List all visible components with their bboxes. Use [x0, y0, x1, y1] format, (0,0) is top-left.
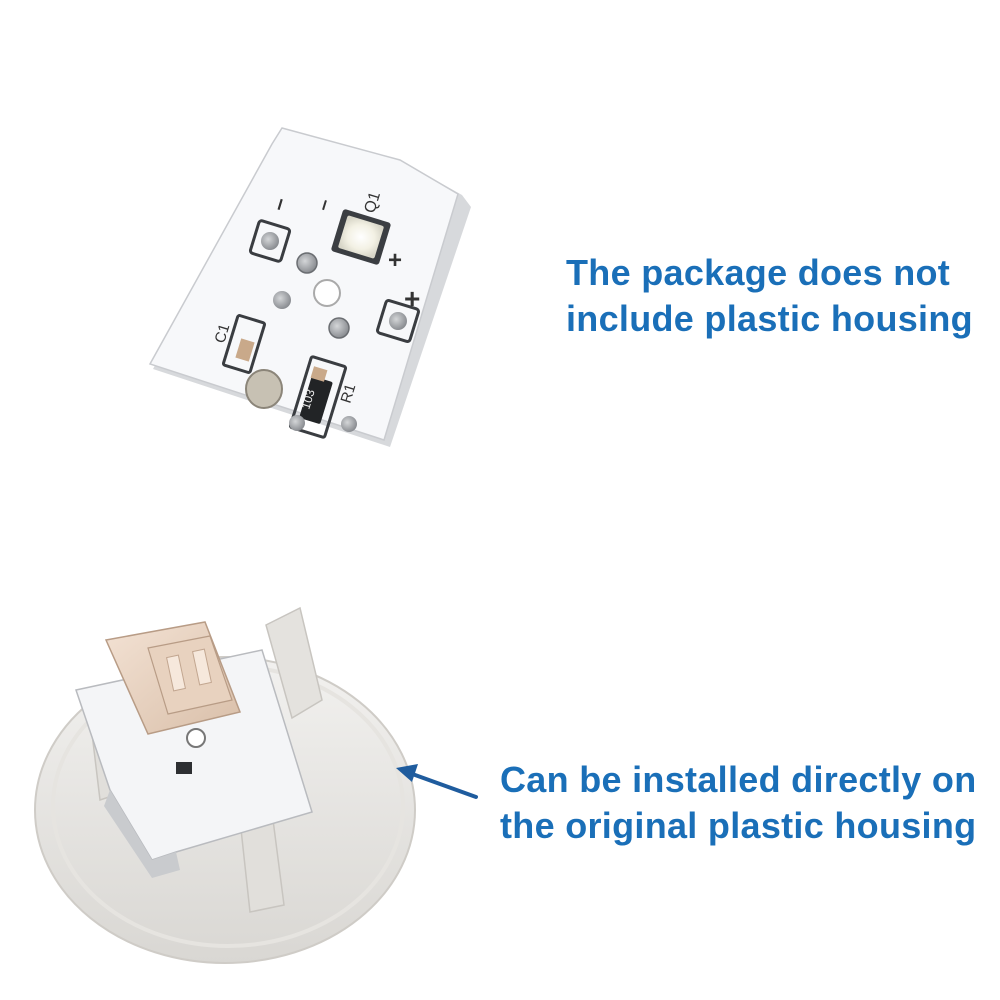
capacitor-c1: [222, 314, 266, 374]
housing-clip-top: [265, 606, 323, 720]
caption-install-direct: Can be installed directly on the origina…: [500, 757, 977, 849]
pad-bottom-left: [289, 415, 305, 431]
pad-bottom-right: [341, 416, 357, 432]
installed-board-edge: [104, 790, 180, 878]
caption-no-housing-line1: The package does not: [566, 252, 951, 293]
installed-led: [186, 728, 206, 748]
pad-minus-left: [248, 219, 292, 263]
caption-no-housing-line2: include plastic housing: [566, 298, 973, 339]
led-circuit-board: – – Q1 + + C1: [148, 127, 471, 447]
pad-plus-right: [376, 299, 420, 343]
installed-housing: [34, 606, 416, 964]
marking-c1: C1: [212, 322, 234, 345]
mounting-hole: [245, 369, 283, 409]
marking-resistor-code: 103: [298, 387, 317, 411]
via-right: [328, 317, 350, 339]
marking-r1: R1: [338, 382, 360, 405]
marking-plus-right: +: [404, 283, 420, 314]
marking-q1: Q1: [362, 190, 385, 215]
caption-install-direct-line2: the original plastic housing: [500, 805, 977, 846]
caption-install-direct-line1: Can be installed directly on: [500, 759, 977, 800]
resistor-r1: [288, 355, 348, 439]
center-hole: [313, 279, 341, 307]
led-chip: [331, 209, 391, 265]
connector-block: [104, 621, 242, 735]
caption-no-housing: The package does not include plastic hou…: [566, 250, 973, 342]
pointer-arrow: [396, 764, 478, 799]
via-upper: [296, 252, 318, 274]
installed-component: [176, 762, 192, 774]
via-left: [273, 291, 291, 309]
marking-plus-led: +: [388, 247, 402, 274]
board-face: [148, 127, 459, 441]
